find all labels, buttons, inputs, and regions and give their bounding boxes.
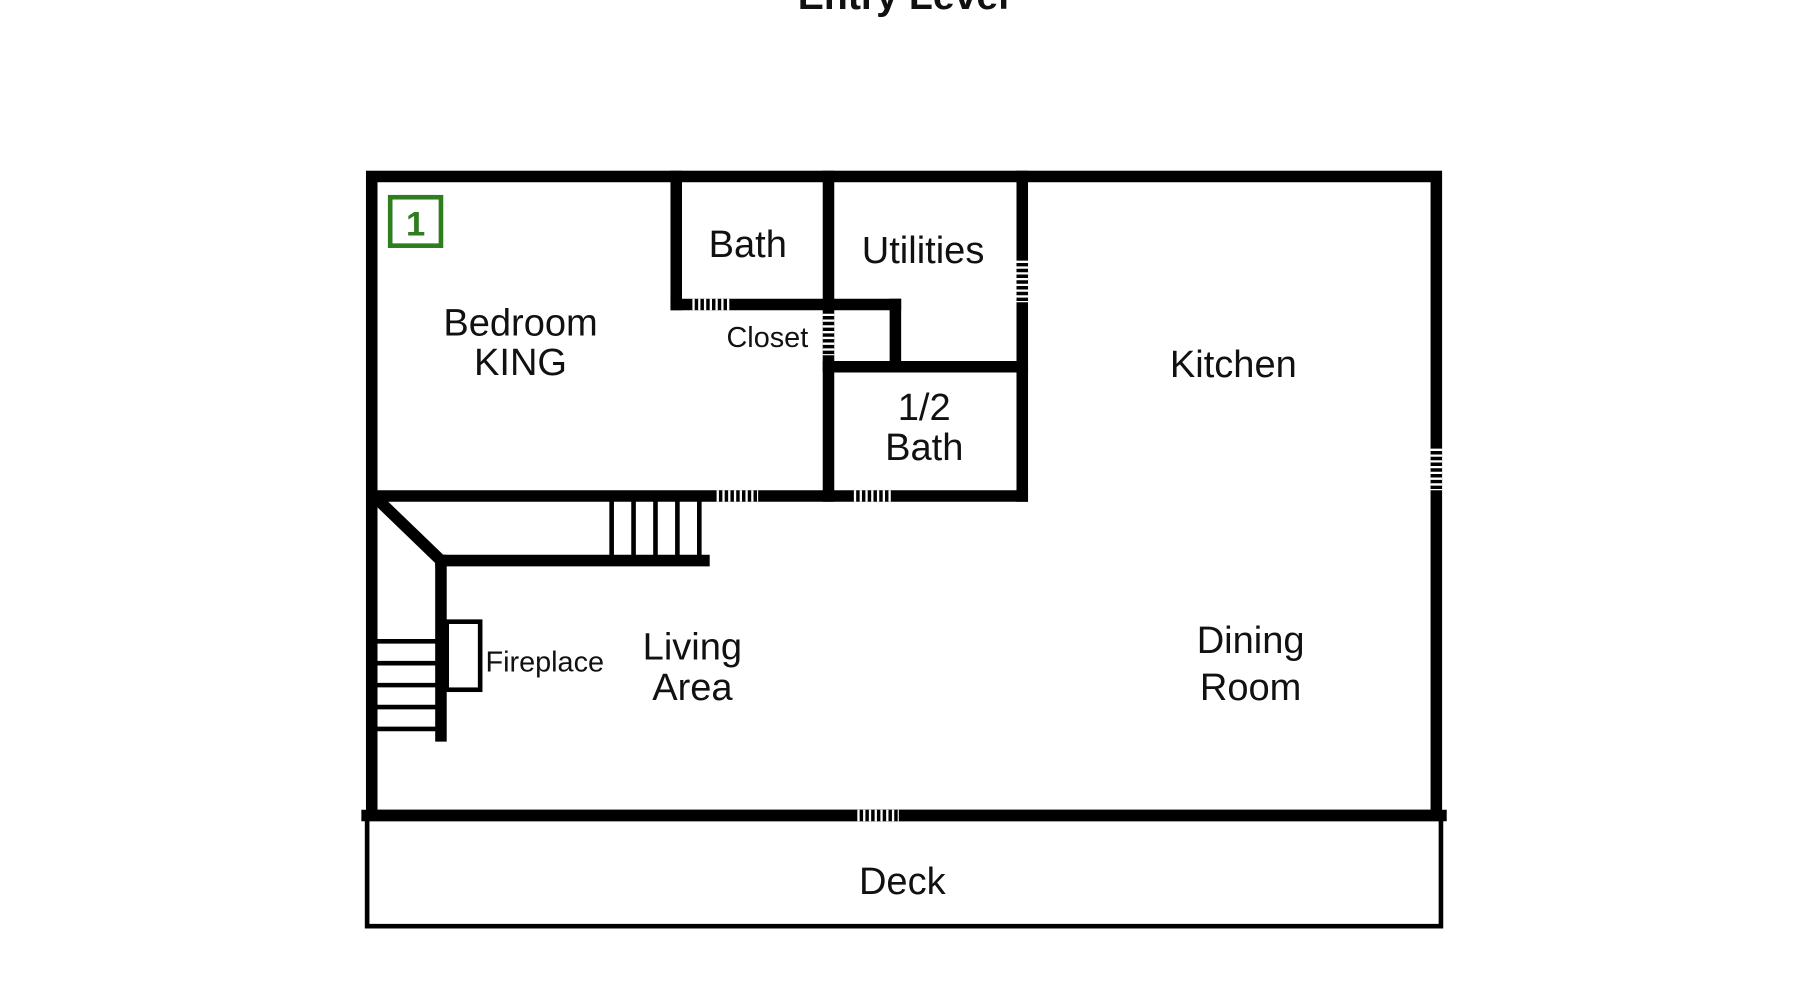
label-room: Room <box>1200 667 1302 709</box>
label-kitchen: Kitchen <box>1170 344 1297 386</box>
label-dining: Dining <box>1197 620 1305 662</box>
label-half-bath-1: 1/2 <box>898 387 951 429</box>
room-badge: 1 <box>387 194 444 248</box>
label-area: Area <box>652 667 733 709</box>
label-utilities: Utilities <box>862 230 985 272</box>
label-deck: Deck <box>859 861 947 903</box>
stairs-lower <box>376 638 439 732</box>
plan-title: Entry Level <box>798 0 1009 18</box>
label-bedroom-king: KING <box>474 342 567 384</box>
fireplace-shape <box>444 619 483 693</box>
label-bedroom: Bedroom <box>443 303 597 345</box>
doors <box>692 260 1443 822</box>
svg-text:1: 1 <box>406 205 425 243</box>
stairs-upper <box>609 500 702 559</box>
label-half-bath-2: Bath <box>885 427 963 469</box>
label-bath: Bath <box>709 224 787 266</box>
label-fireplace: Fireplace <box>485 646 604 678</box>
label-closet: Closet <box>726 322 808 354</box>
walls <box>361 170 1447 929</box>
label-living: Living <box>643 627 742 669</box>
